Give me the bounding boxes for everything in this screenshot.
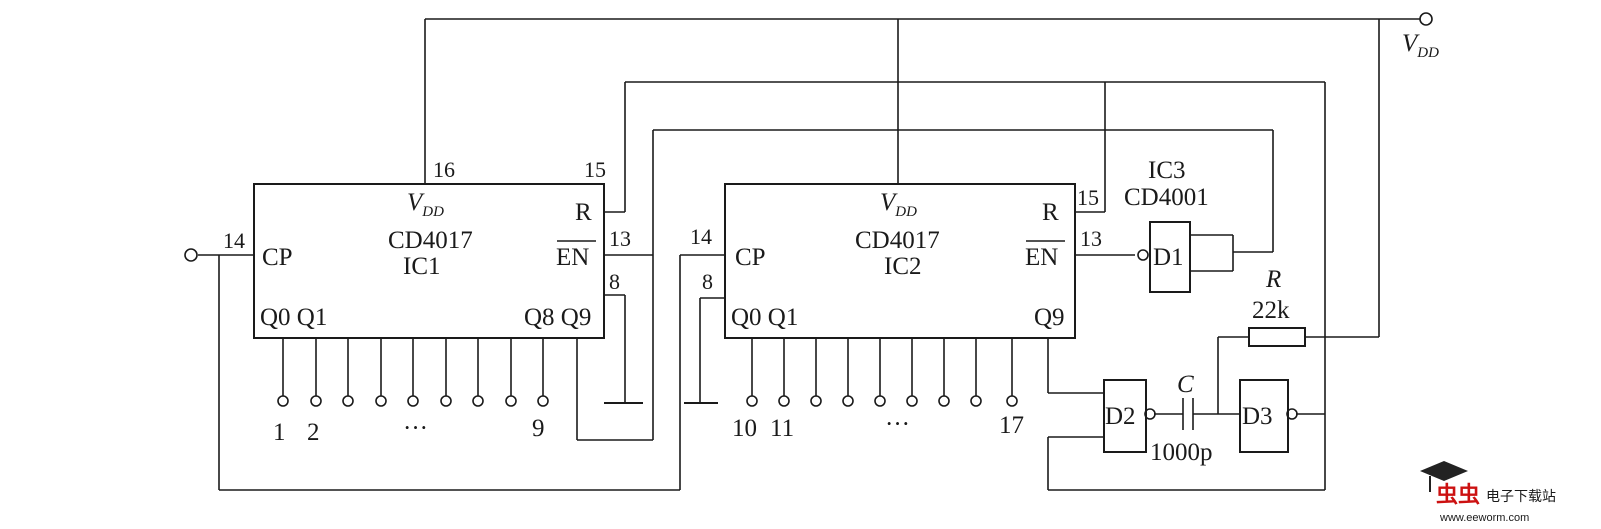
ic2-r-label: R bbox=[1042, 199, 1059, 226]
ic2-out-10: 10 bbox=[732, 415, 757, 442]
ic2-out-11: 11 bbox=[770, 415, 794, 442]
ic1-pin-15: 15 bbox=[584, 157, 606, 182]
ic2-name: IC2 bbox=[884, 253, 922, 280]
ic1-pin-14: 14 bbox=[223, 228, 245, 253]
ic1-pin-13: 13 bbox=[609, 226, 631, 251]
watermark-brand: 虫虫 bbox=[1436, 482, 1480, 507]
ic2-q-left: Q0 Q1 bbox=[731, 304, 798, 331]
ic1-pin-8: 8 bbox=[609, 269, 620, 294]
capacitor-name: C bbox=[1177, 371, 1194, 398]
ic2-vdd-label: VDD bbox=[880, 189, 917, 220]
ic2-pin-15: 15 bbox=[1077, 185, 1099, 210]
ic1-q-left: Q0 Q1 bbox=[260, 304, 327, 331]
resistor-r: R 22k bbox=[1248, 266, 1306, 347]
ic1-name: IC1 bbox=[403, 253, 441, 280]
gate-d3-label: D3 bbox=[1242, 403, 1273, 430]
ic1-part: CD4017 bbox=[388, 227, 473, 254]
gate-d1: D1 bbox=[1137, 221, 1191, 293]
capacitor-value: 1000p bbox=[1150, 439, 1213, 466]
ic1-out-2: 2 bbox=[307, 419, 320, 446]
ic1-out-9: 9 bbox=[532, 415, 545, 442]
vdd-terminal bbox=[1419, 12, 1433, 26]
ic2-out-17: 17 bbox=[999, 412, 1024, 439]
gate-d2-label: D2 bbox=[1105, 403, 1136, 430]
ic1-outputs bbox=[277, 338, 549, 407]
ic1-cp-label: CP bbox=[262, 244, 293, 271]
resistor-name: R bbox=[1265, 266, 1281, 293]
ic1-out-dots: ··· bbox=[403, 415, 428, 442]
ic2: 15 14 13 8 VDD CD4017 IC2 CP R EN Q0 Q1 … bbox=[690, 183, 1102, 442]
ic1: 16 15 14 13 8 VDD CD4017 IC1 CP R EN Q0 … bbox=[223, 157, 631, 446]
ic1-pin-16: 16 bbox=[433, 157, 455, 182]
gate-d2: D2 bbox=[1103, 379, 1156, 453]
ic3-part: CD4001 bbox=[1124, 184, 1209, 211]
ic2-q-right: Q9 bbox=[1034, 304, 1065, 331]
graduation-cap-icon bbox=[1420, 461, 1468, 492]
ic1-q-right: Q8 Q9 bbox=[524, 304, 591, 331]
ic1-r-label: R bbox=[575, 199, 592, 226]
resistor-value: 22k bbox=[1252, 297, 1290, 324]
wires bbox=[198, 18, 1420, 491]
watermark: 虫虫 电子下载站 www.eeworm.com bbox=[1420, 461, 1556, 524]
ic2-outputs bbox=[746, 338, 1018, 407]
capacitor-c: C 1000p bbox=[1150, 371, 1213, 466]
gate-d3: D3 bbox=[1239, 379, 1298, 453]
ic1-out-1: 1 bbox=[273, 419, 286, 446]
ic2-en-label: EN bbox=[1025, 244, 1058, 271]
ic2-pin-14: 14 bbox=[690, 224, 712, 249]
ic3-name: IC3 bbox=[1148, 157, 1186, 184]
ic1-en-label: EN bbox=[556, 244, 589, 271]
ic2-pin-8: 8 bbox=[702, 269, 713, 294]
watermark-url: www.eeworm.com bbox=[1439, 512, 1529, 524]
vdd-supply-label: VDD bbox=[1402, 30, 1439, 61]
input-terminal bbox=[184, 248, 198, 262]
ic2-out-dots: ··· bbox=[885, 411, 910, 438]
ic2-pin-13: 13 bbox=[1080, 226, 1102, 251]
ic2-part: CD4017 bbox=[855, 227, 940, 254]
ic2-cp-label: CP bbox=[735, 244, 766, 271]
ic1-vdd-label: VDD bbox=[407, 189, 444, 220]
watermark-tagline: 电子下载站 bbox=[1486, 488, 1556, 504]
gate-d1-label: D1 bbox=[1153, 244, 1184, 271]
